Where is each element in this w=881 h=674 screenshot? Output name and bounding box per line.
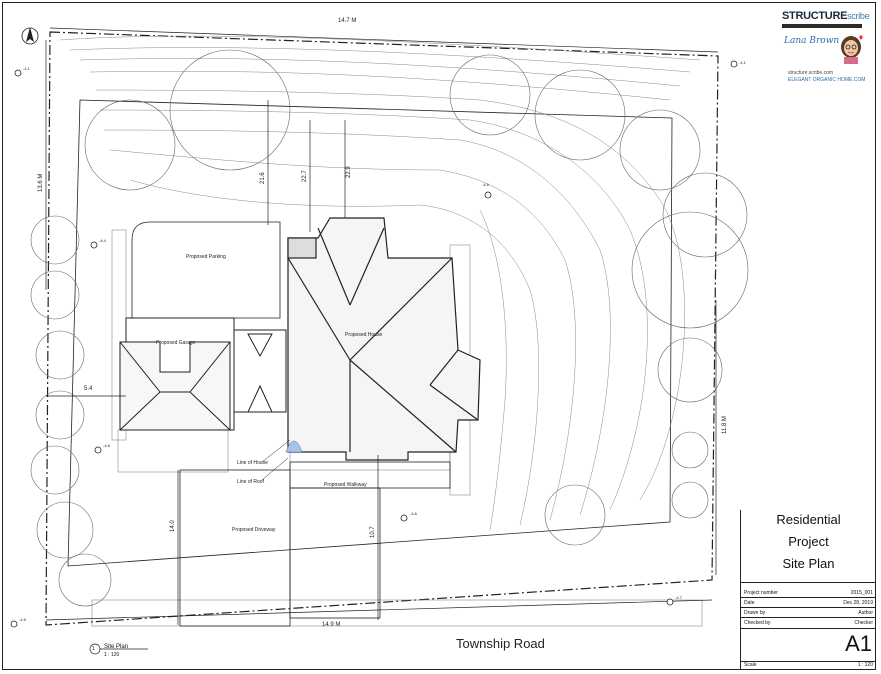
north-arrow-icon [21,27,39,45]
spot-elevation-markers [10,60,738,628]
spot-8: -4.7 [675,595,682,600]
title-line-3: Site Plan [782,556,835,571]
view-tag-title: Site Plan [104,644,129,650]
url-secondary: ELEGANT ORGANIC HOME.COM [788,77,866,83]
tb-row-date: Date Dec 28, 2019 [741,598,876,608]
dim-setback-3: 22.9 [346,166,352,178]
signature: Lana Brown [784,36,840,46]
brand-main: STRUCTURE [782,10,848,22]
title-block: Residential Project Site Plan Project nu… [740,510,876,670]
title-line-1: Residential [776,512,841,527]
road-label: Township Road [456,636,545,651]
dim-side-gap: 5.4 [84,386,93,392]
trees [30,49,749,607]
dim-bottom: 14.9 M [322,622,341,628]
label-house: Proposed House [345,332,383,338]
tb-sheet-number: A1 [741,628,876,662]
avatar-icon [841,35,863,64]
spot-5: -4.6 [103,443,110,448]
parking-area [131,221,281,319]
brand-name: STRUCTUREscribe [782,10,870,22]
tb-scale-row: Scale 1 : 120 [744,662,873,668]
label-parking: Proposed Parking [186,254,226,260]
spot-6: -4.6 [410,511,417,516]
setback-line [67,99,673,567]
dim-walk: 10.7 [370,526,376,538]
spot-1: -4.1 [23,66,30,71]
brand-logo: STRUCTUREscribe Lana Brown structure.scr… [780,8,874,98]
dim-driveway: 14.0 [170,520,176,532]
spot-2: -4.1 [739,60,746,65]
label-walkway: Proposed Walkway [324,482,367,488]
title-block-title: Residential Project Site Plan [741,510,876,583]
view-tag-number: 1 [92,646,95,652]
tb-row-drawn: Drawn by Author [741,608,876,618]
driveway [179,469,291,627]
label-line-roof: Line of Roof [237,479,264,485]
label-driveway: Proposed Driveway [232,527,276,533]
view-tag-scale: 1 : 120 [104,652,120,658]
view-tag-icon [89,643,148,655]
dim-right: 11.8 M [722,416,728,434]
dim-setback-2: 22.7 [302,170,308,182]
url-primary: structure.scribe.com [788,70,834,76]
contour-lines [59,35,701,531]
label-line-house: Line of House [237,460,268,466]
property-boundary [45,31,719,626]
dim-left: 13.6 M [38,173,44,192]
label-garage: Proposed Garage [156,340,196,346]
spot-4: -4.4 [99,238,106,243]
view-tag: 1 Site Plan 1 : 120 [88,644,148,660]
dim-top: 14.7 M [338,18,357,24]
title-line-2: Project [788,534,829,549]
tb-row-checked: Checked by Checker [744,620,873,626]
dimension-lines [45,27,719,625]
garage-roof [119,317,235,431]
brand-bar [782,24,862,28]
dim-setback-1: 21.6 [260,172,266,184]
spot-7: -4.6 [19,617,26,622]
walkway [289,461,451,489]
brand-sub: scribe [847,11,870,21]
house-roof [287,217,481,461]
entry-arc [285,440,303,453]
breezeway-roof [233,329,287,413]
spot-3: -4.6 [482,182,489,187]
tb-row-project: Project number 2015_001 [741,588,876,598]
